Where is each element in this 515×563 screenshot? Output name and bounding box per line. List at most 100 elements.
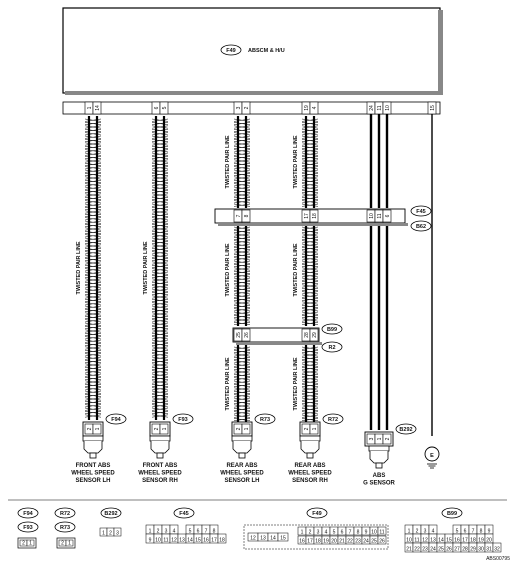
twist-mark	[151, 196, 169, 200]
twist-mark	[301, 176, 319, 180]
twist-mark	[84, 400, 102, 404]
twist-mark	[84, 377, 102, 381]
twist-mark	[151, 271, 169, 275]
legend-badge	[173, 507, 195, 519]
twist-mark	[84, 302, 102, 306]
legend-pin-number: 16	[203, 538, 209, 544]
pin-cell	[309, 328, 319, 342]
twist-mark	[151, 224, 169, 228]
twist-mark	[84, 292, 102, 296]
pin-number: 1	[87, 106, 93, 109]
sensor-body	[368, 445, 390, 452]
twist-mark	[301, 200, 319, 204]
twist-mark	[301, 304, 319, 308]
twist-mark	[301, 142, 319, 146]
twist-mark	[301, 179, 319, 183]
legend-pin-number: 5	[456, 529, 459, 535]
junction-bar-upper-shadow	[218, 223, 408, 226]
pin-number: 1	[312, 427, 318, 430]
twist-mark	[233, 353, 251, 357]
rear-twisted-upper	[233, 116, 251, 208]
pin-number: 19	[304, 105, 310, 111]
twist-mark	[233, 311, 251, 315]
rear-twisted-lower	[233, 344, 251, 422]
twist-mark	[151, 275, 169, 279]
legend-pin-number: 9	[488, 529, 491, 535]
twist-mark	[301, 287, 319, 291]
twist-mark	[151, 394, 169, 398]
twist-mark	[84, 159, 102, 163]
legend-pin-number: 15	[446, 538, 452, 544]
junction-bar-lower-shadow	[236, 342, 322, 345]
legend-pin-number: 8	[213, 529, 216, 535]
legend-pin-number: 22	[347, 539, 353, 545]
twist-mark	[151, 210, 169, 214]
twist-mark	[151, 142, 169, 146]
twist-mark	[301, 260, 319, 264]
legend-pin-number: 18	[219, 538, 225, 544]
twist-mark	[84, 196, 102, 200]
twist-mark	[151, 145, 169, 149]
twist-mark	[84, 332, 102, 336]
twist-mark	[84, 251, 102, 255]
twist-mark	[151, 292, 169, 296]
twist-mark	[151, 363, 169, 367]
twist-mark	[84, 346, 102, 350]
legend-pin-number: 32	[494, 547, 500, 553]
legend-pin-number: 9	[149, 538, 152, 544]
twist-mark	[233, 301, 251, 305]
legend-pin-number: 24	[430, 547, 436, 553]
abscm-module-box	[62, 7, 441, 94]
twist-mark	[151, 190, 169, 194]
twist-mark	[84, 288, 102, 292]
twist-mark	[233, 298, 251, 302]
legend-pin-number: 7	[349, 530, 352, 536]
twist-mark	[151, 268, 169, 272]
twist-mark	[301, 253, 319, 257]
twist-mark	[233, 318, 251, 322]
twist-mark	[151, 411, 169, 415]
twist-mark	[233, 190, 251, 194]
twist-mark	[233, 404, 251, 408]
twist-mark	[84, 397, 102, 401]
twist-mark	[84, 217, 102, 221]
twist-mark	[84, 176, 102, 180]
legend-pin-number: 14	[438, 538, 444, 544]
twist-mark	[151, 261, 169, 265]
twist-mark	[151, 404, 169, 408]
twist-mark	[84, 414, 102, 418]
legend-badge-label: F94	[23, 511, 33, 517]
twist-mark	[301, 267, 319, 271]
twist-mark	[233, 418, 251, 422]
twist-mark	[151, 407, 169, 411]
twist-mark	[233, 186, 251, 190]
twist-mark	[84, 329, 102, 333]
junction-label-r2: R2	[328, 345, 335, 351]
legend-pin-number: 17	[462, 538, 468, 544]
twist-mark	[151, 193, 169, 197]
twist-mark	[151, 135, 169, 139]
twist-mark	[233, 149, 251, 153]
twist-mark	[233, 145, 251, 149]
twist-mark	[233, 159, 251, 163]
pin-cell	[309, 423, 319, 435]
twist-mark	[84, 322, 102, 326]
pin-number: 1	[95, 427, 101, 430]
twist-mark	[84, 234, 102, 238]
connector-badge	[254, 413, 276, 425]
twist-mark	[84, 360, 102, 364]
legend-pin-cell	[26, 539, 35, 547]
sensor-body	[82, 435, 104, 442]
twist-mark	[301, 277, 319, 281]
twist-mark	[151, 377, 169, 381]
twist-mark	[84, 339, 102, 343]
twist-mark	[151, 139, 169, 143]
legend-pin-number: 25	[371, 539, 377, 545]
legend-pin-number: 1	[102, 531, 105, 537]
legend-pin-number: 25	[438, 547, 444, 553]
twist-mark	[84, 142, 102, 146]
legend-pin-number: 6	[197, 529, 200, 535]
